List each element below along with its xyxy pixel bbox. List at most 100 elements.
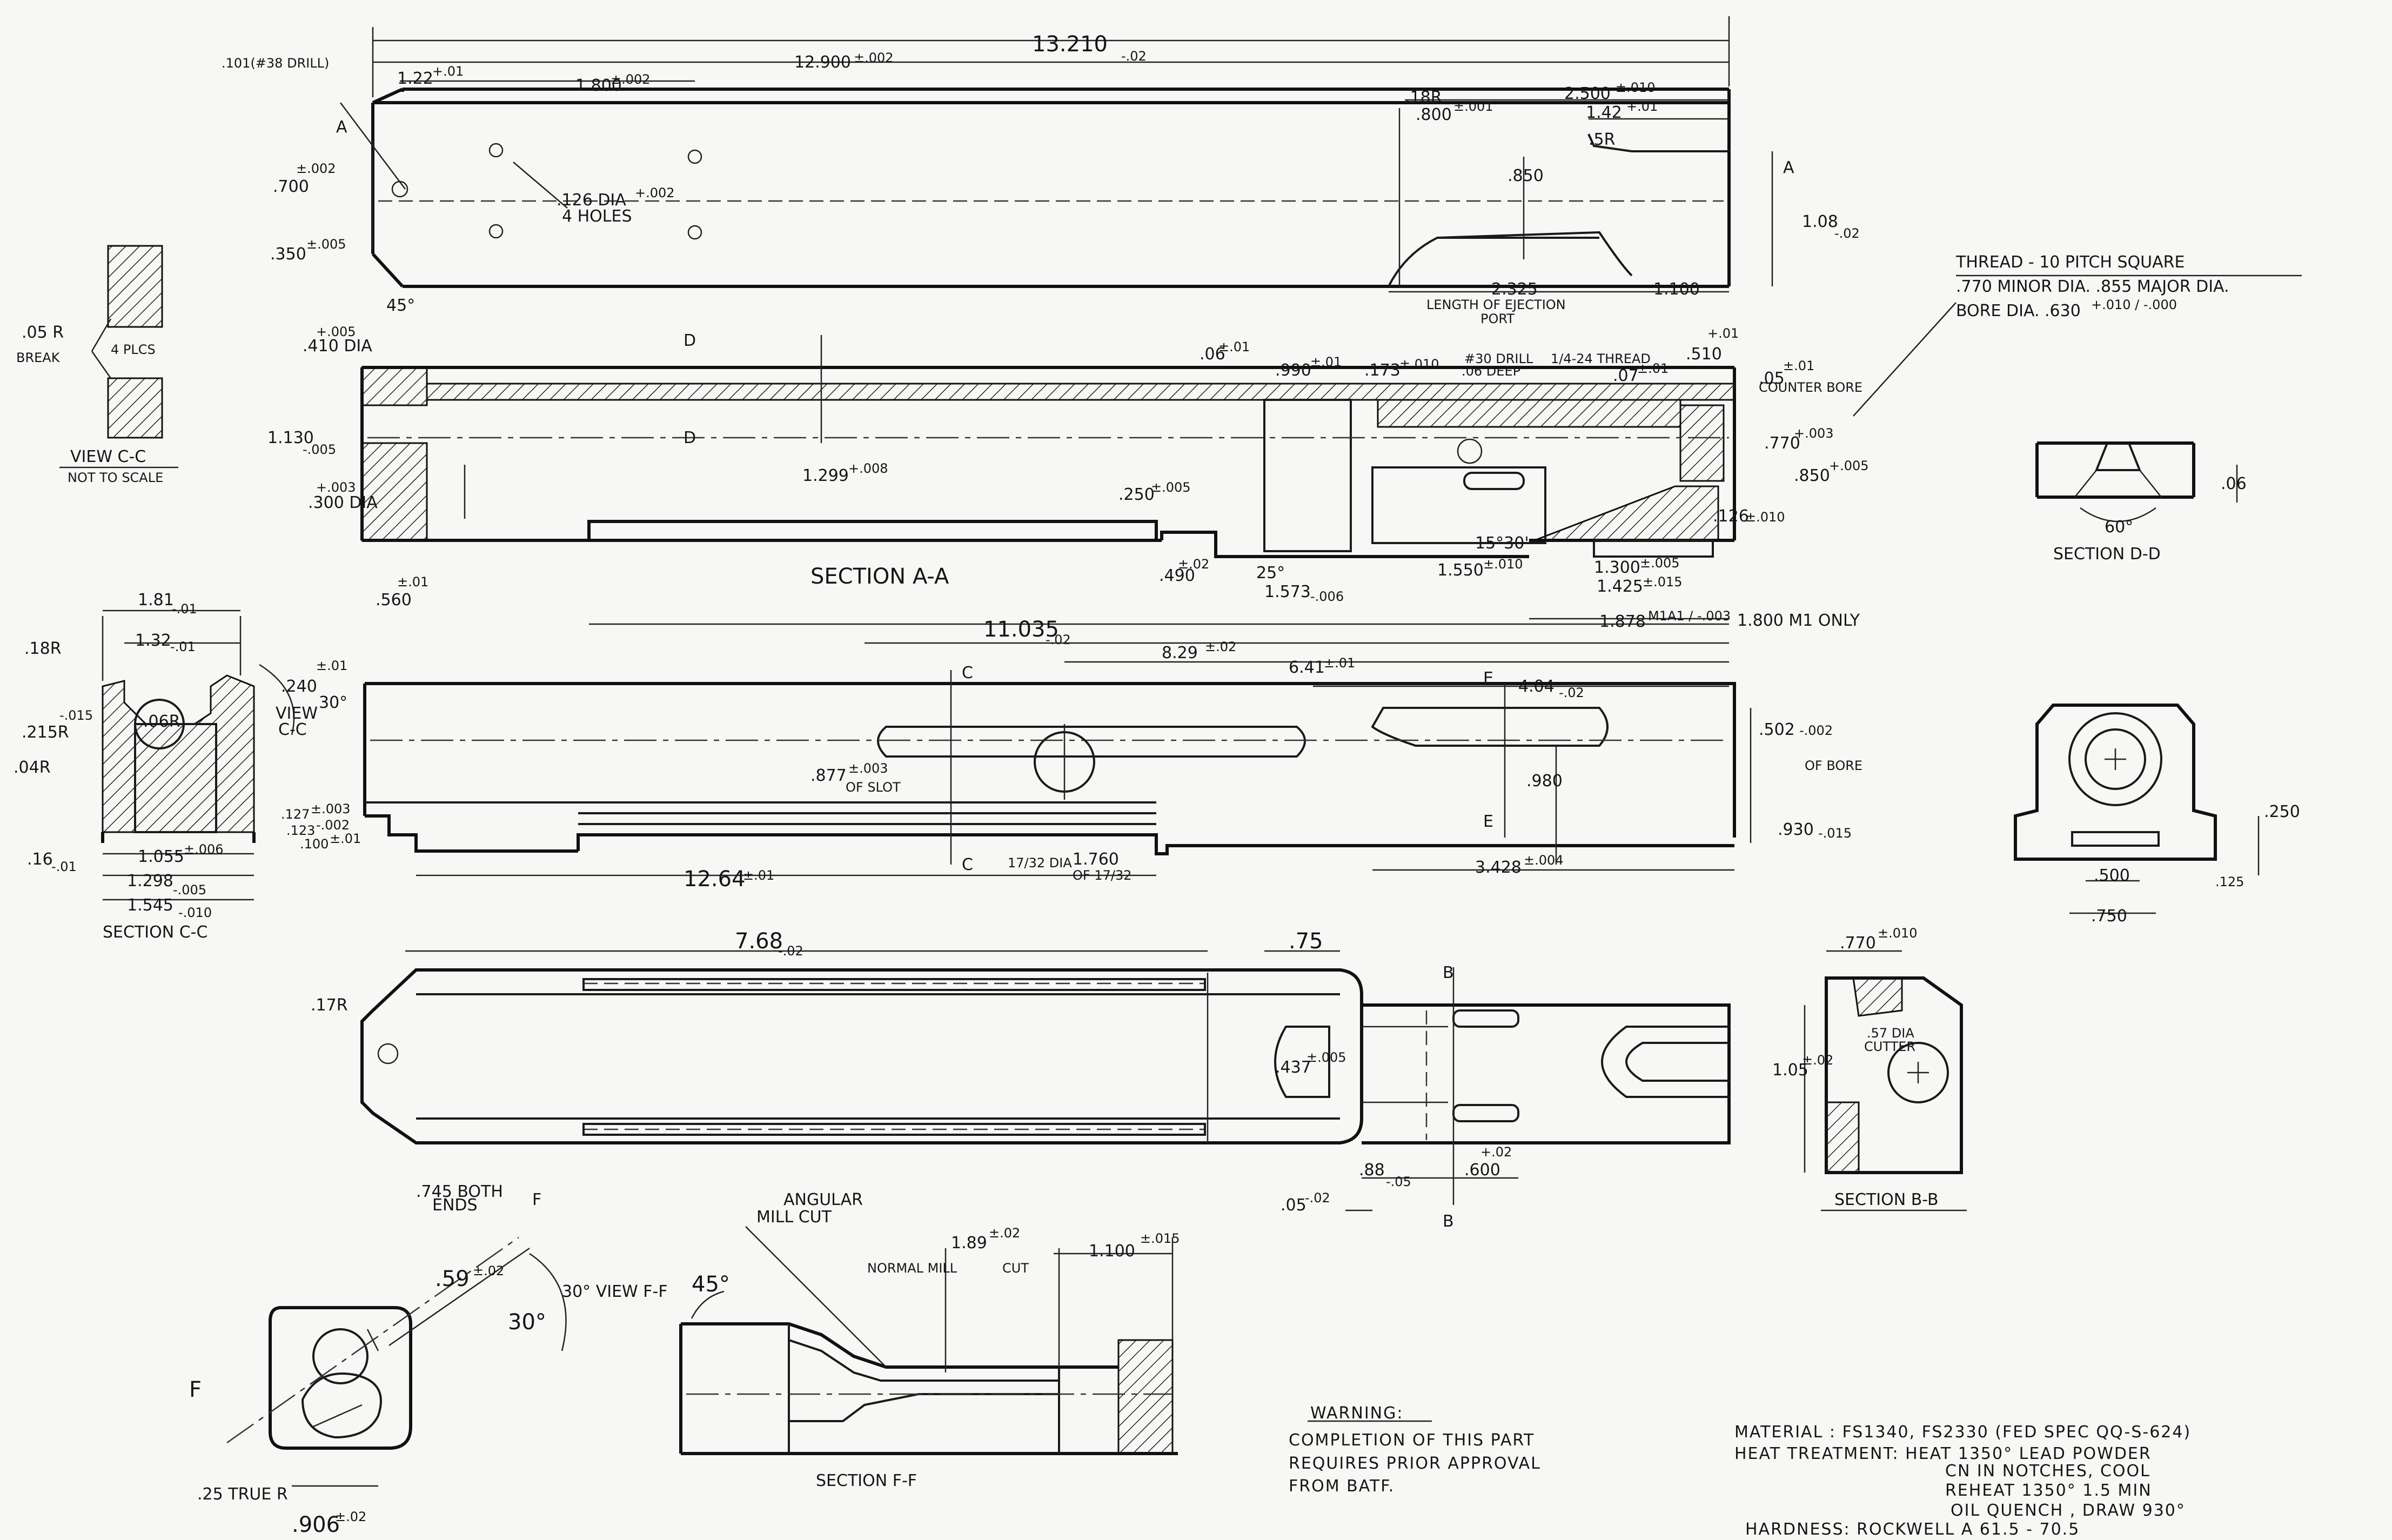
dim-25-true-r: .25 TRUE R (197, 1485, 288, 1504)
section-dd-view (2035, 441, 2238, 523)
dim-3428-tol: ±.004 (1524, 853, 1564, 868)
view-cc-not-to-scale: NOT TO SCALE (68, 470, 163, 485)
top-view (371, 88, 1731, 288)
dim-1055: 1.055 (138, 847, 184, 866)
dim-06-dd: .06 (2221, 474, 2247, 493)
dim-1055-tol: ±.006 (184, 842, 224, 857)
dim-25-deg: 25° (1256, 564, 1285, 582)
dim-173: .173 (1364, 361, 1401, 380)
dim-240: .240 (281, 677, 317, 696)
dim-142-tol: +.01 (1626, 99, 1658, 114)
dim-300-dia: .300 DIA (308, 493, 378, 512)
dim-break: BREAK (16, 350, 61, 365)
dim-410-dia: .410 DIA (303, 337, 372, 356)
dim-45: 45° (386, 296, 415, 315)
dim-of-slot: OF SLOT (846, 780, 901, 795)
dim-17-32-dia: 17/32 DIA (1008, 855, 1072, 871)
dim-490: .490 (1159, 566, 1195, 585)
dim-300-tol: +.003 (316, 480, 356, 495)
dim-700: .700 (273, 177, 309, 196)
section-b-marker-top: B (1443, 963, 1454, 982)
dim-930: .930 (1778, 820, 1814, 839)
dim-250-end: .250 (2264, 802, 2300, 821)
dim-thread-424: 1/4-24 THREAD (1551, 351, 1651, 366)
dim-of-bore: OF BORE (1805, 758, 1862, 773)
section-c-marker-bottom: C (962, 855, 973, 874)
dim-770-bb-tol: ±.010 (1878, 926, 1918, 941)
dim-410-tol: +.005 (316, 324, 356, 339)
normal-mill: NORMAL MILL (867, 1261, 957, 1276)
dim-350-tol: ±.005 (306, 237, 346, 252)
dim-745-ends: ENDS (432, 1196, 478, 1215)
dim-16-tol: -.01 (51, 859, 77, 874)
dim-17r: .17R (311, 996, 348, 1015)
dim-800-tol: ±.001 (1453, 99, 1493, 114)
dim-05-bottom: .05 (1281, 1196, 1306, 1215)
dim-437: .437 (1275, 1058, 1311, 1077)
dim-510-tol: +.01 (1707, 326, 1739, 341)
heat-treat-4: OIL QUENCH , DRAW 930° (1951, 1501, 2186, 1520)
dim-06-deep: .06 DEEP (1462, 364, 1520, 379)
dim-59-tol: ±.02 (473, 1263, 504, 1278)
view-ff (226, 1236, 567, 1487)
dim-122: 1.22 (397, 69, 433, 88)
dim-18r-cc: .18R (24, 639, 62, 658)
dim-101-drill: .101(#38 DRILL) (222, 56, 329, 71)
dim-502: .502 (1759, 720, 1795, 739)
dim-105-tol: ±.02 (1802, 1053, 1833, 1068)
dim-1100-ff: 1.100 (1089, 1242, 1135, 1261)
dim-88-tol: -.05 (1386, 1174, 1411, 1189)
dim-4-holes: 4 HOLES (562, 207, 632, 226)
dim-750-end: .750 (2091, 907, 2127, 926)
dim-123: .123 (286, 823, 315, 838)
dim-1425: 1.425 (1597, 577, 1643, 596)
thread-leader (1853, 302, 1957, 417)
dim-view-label: VIEW (276, 704, 318, 723)
dim-850-aa-tol: +.005 (1829, 458, 1869, 473)
dim-123-tol: -.002 (316, 818, 350, 833)
angular-mill-1: ANGULAR (783, 1190, 863, 1209)
dim-30-ff: 30° (508, 1310, 546, 1335)
dim-2500-tol: ±.010 (1616, 80, 1656, 95)
dim-122-tol: +.01 (432, 64, 464, 79)
side-view (363, 642, 1752, 876)
warning-title: WARNING: (1310, 1404, 1403, 1423)
end-view (2014, 704, 2260, 914)
normal-mill-cut: CUT (1002, 1261, 1029, 1276)
dim-3428: 3.428 (1475, 858, 1522, 877)
dim-1130: 1.130 (267, 428, 314, 447)
dim-30-view-ff: 30° VIEW F-F (562, 1282, 668, 1301)
dim-1878: 1.878 (1599, 612, 1646, 631)
dim-cc-label: C-C (278, 720, 307, 739)
dim-1100: 1.100 (1653, 280, 1700, 299)
dim-906: .906 (292, 1512, 340, 1537)
dim-641: 6.41 (1289, 658, 1325, 677)
dim-990-tol: ±.01 (1310, 354, 1342, 370)
thread-note-1: THREAD - 10 PITCH SQUARE (1955, 253, 2185, 272)
bottom-view (360, 950, 1731, 1211)
hardness-note: HARDNESS: ROCKWELL A 61.5 - 70.5 (1745, 1520, 2080, 1539)
dim-877: .877 (810, 766, 847, 785)
dim-126-tol: +.002 (635, 185, 675, 200)
heat-treat-2: CN IN NOTCHES, COOL (1945, 1462, 2150, 1481)
heat-treat-3: REHEAT 1350° 1.5 MIN (1945, 1481, 2152, 1500)
section-a-marker-top: A (336, 118, 347, 137)
dim-1298-tol: -.005 (173, 882, 206, 898)
dim-1130-tol: -.005 (303, 442, 336, 457)
dim-1545-tol: -.010 (178, 905, 212, 920)
dim-215-tol: -.015 (59, 708, 93, 723)
dim-11035-tol: -.02 (1046, 632, 1071, 647)
dim-30-view: 30° (319, 693, 347, 712)
dim-560: .560 (376, 591, 412, 610)
dim-1800-m1: 1.800 M1 ONLY (1737, 611, 1860, 630)
section-e-marker-top: E (1483, 669, 1493, 688)
dim-500-end: .500 (2094, 866, 2130, 885)
dim-06-tol: ±.01 (1218, 339, 1250, 354)
dim-126-dia: .126 DIA (557, 191, 626, 210)
dim-1878-tol: M1A1 / -.003 (1648, 608, 1731, 624)
dim-560-tol: ±.01 (397, 574, 428, 590)
dim-length-ejection: LENGTH OF EJECTION (1426, 297, 1566, 312)
material-note: MATERIAL : FS1340, FS2330 (FED SPEC QQ-S… (1734, 1423, 2191, 1442)
dim-600: .600 (1464, 1161, 1500, 1180)
